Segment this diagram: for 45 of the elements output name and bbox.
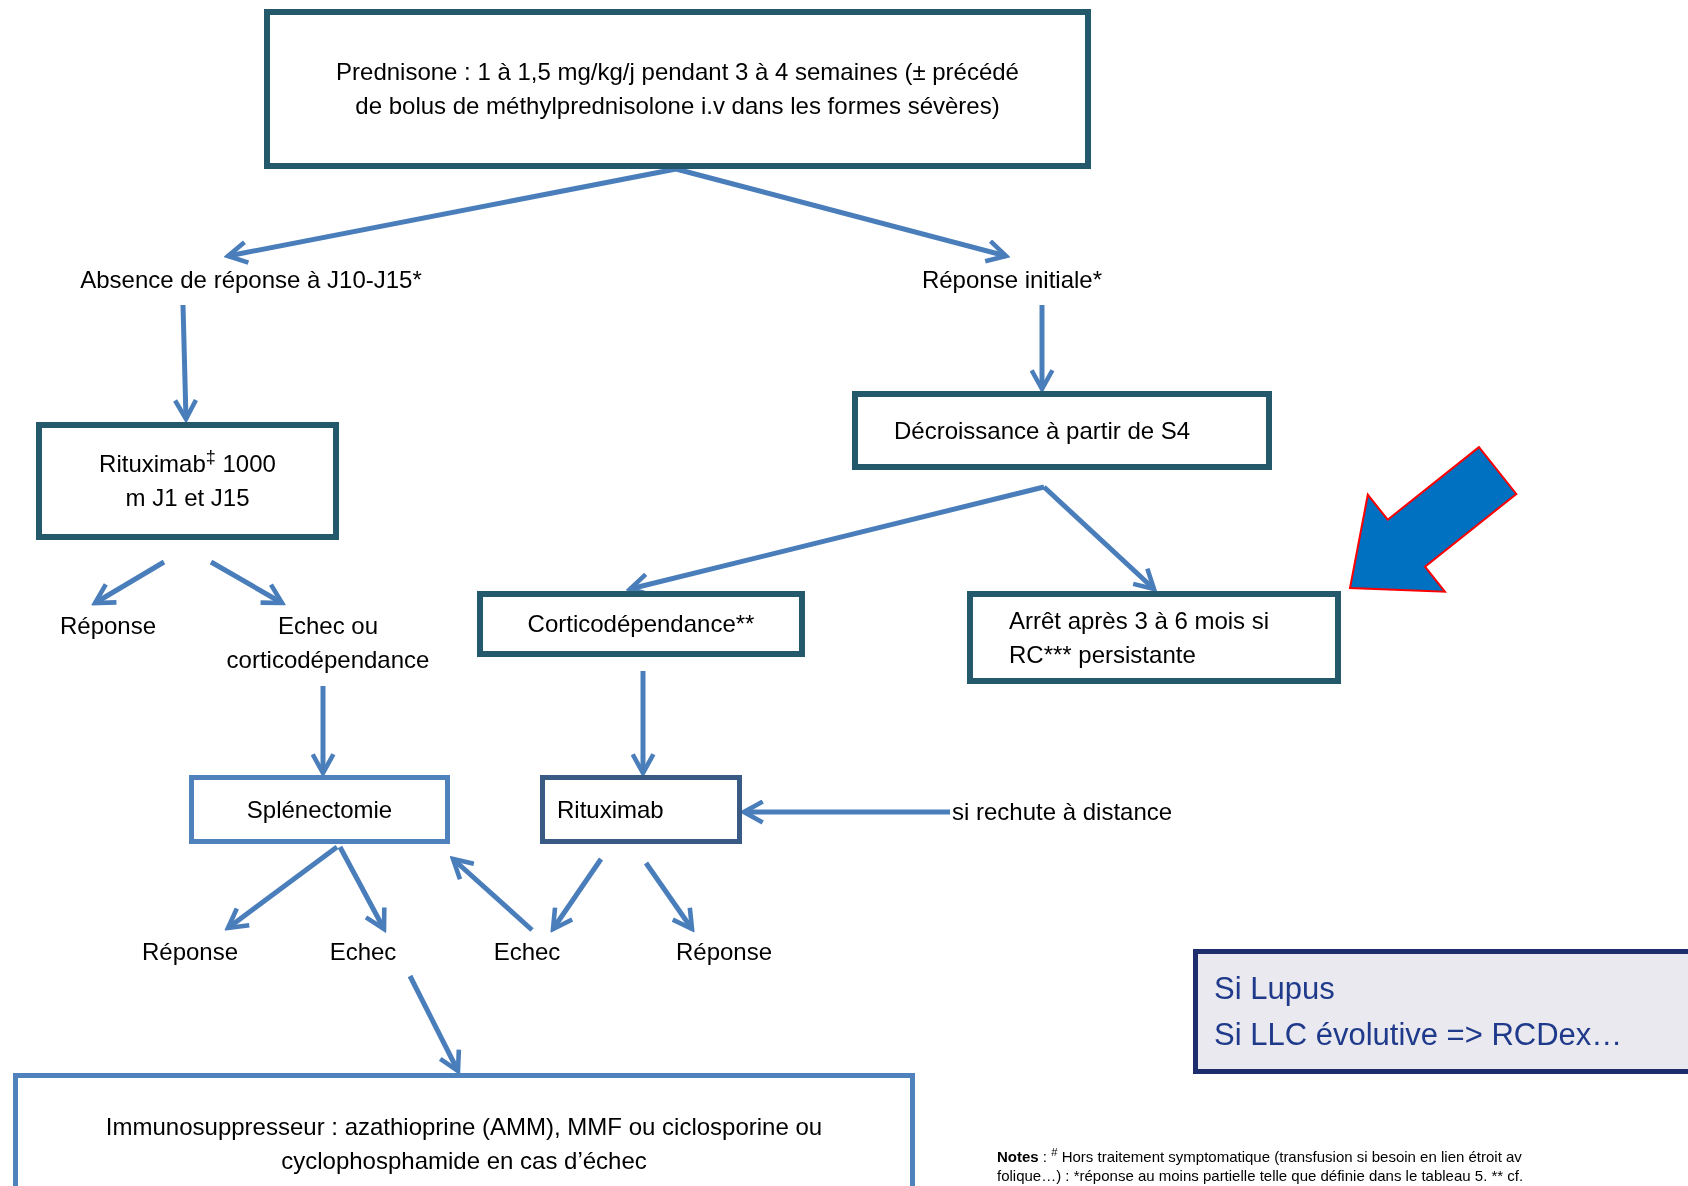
- box-text: Corticodépendance**: [527, 609, 755, 639]
- arrow: [310, 686, 336, 776]
- box-text: Rituximab: [557, 794, 665, 825]
- arrow: [630, 671, 656, 776]
- arrow: [450, 856, 534, 932]
- outcome-label: Réponse: [59, 611, 157, 641]
- treatment-box: [13, 1073, 915, 1186]
- arrow: [1029, 305, 1055, 392]
- treatment-box: [36, 422, 339, 540]
- note-box: [1193, 949, 1688, 1074]
- arrow: [337, 845, 387, 932]
- treatment-box: [264, 9, 1091, 169]
- arrow: [225, 845, 339, 931]
- treatment-box: [189, 775, 450, 844]
- outcome-label: Absence de réponse à J10-J15*: [80, 265, 422, 295]
- box-text: Rituximab$^{‡}$ 1000 m J1 et J15: [98, 447, 277, 513]
- arrow: [550, 857, 604, 932]
- outcome-label: Réponse: [141, 937, 239, 967]
- box-text: Immunosuppresseur : azathioprine (AMM), MMF ou ciclosporine ou cyclophosphamide en cas d’échec: [104, 1112, 824, 1176]
- arrow: [1042, 485, 1157, 592]
- outcome-label: Echec: [493, 937, 561, 967]
- arrow: [172, 304, 199, 422]
- arrow: [407, 974, 462, 1074]
- outcome-label: Réponse initiale*: [921, 265, 1103, 295]
- step-box: [967, 591, 1341, 684]
- condition-label: si rechute à distance: [952, 797, 1174, 827]
- block-arrow: [1348, 445, 1518, 593]
- box-text: Décroissance à partir de S4: [894, 415, 1192, 446]
- box-text: Prednisone : 1 à 1,5 mg/kg/j pendant 3 à 4 semaines (± précédé de bolus de méthylprednisolone i.v dans les formes sévères): [335, 57, 1020, 121]
- step-box: [852, 391, 1272, 470]
- arrow: [92, 559, 166, 606]
- arrow: [209, 559, 285, 606]
- footnote-text: Notes : $^{#}$ Hors traitement symptomatique (transfusion si besoin en lien étroit av: [997, 1147, 1522, 1166]
- box-text: Si LLC évolutive => RCDex…: [1214, 1015, 1624, 1054]
- box-text: Arrêt après 3 à 6 mois si RC*** persistante: [1009, 605, 1271, 670]
- arrow: [741, 799, 950, 825]
- treatment-box: [540, 775, 742, 844]
- box-text: Splénectomie: [246, 794, 393, 825]
- condition-box: [477, 591, 805, 657]
- arrow: [643, 861, 695, 932]
- footnote-text: folique…) : *réponse au moins partielle telle que définie dans le tableau 5. ** cf.: [997, 1166, 1524, 1185]
- outcome-label: Réponse: [675, 937, 773, 967]
- outcome-label: Echec ou corticodépendance: [225, 611, 431, 675]
- box-text: Si Lupus: [1214, 969, 1336, 1008]
- outcome-label: Echec: [329, 937, 397, 967]
